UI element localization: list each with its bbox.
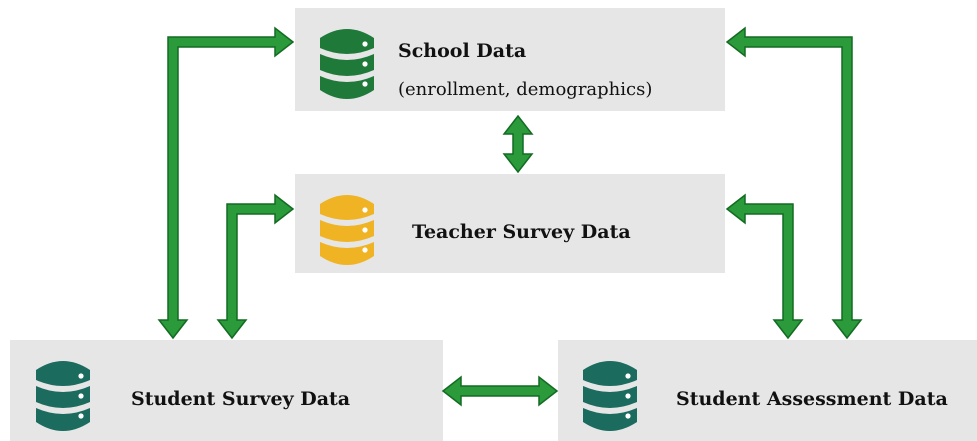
arrow-school-student-assessment [725, 26, 863, 340]
school-data-subtitle: (enrollment, demographics) [398, 79, 653, 100]
school-database-icon [320, 29, 374, 99]
student-survey-data-title: Student Survey Data [131, 388, 351, 410]
teacher-database-icon [320, 195, 374, 265]
student-survey-database-icon [36, 361, 90, 431]
arrow-group [157, 26, 863, 407]
teacher-survey-data-title: Teacher Survey Data [412, 221, 631, 243]
arrow-teacher-student-assessment [725, 193, 804, 340]
arrow-school-teacher [502, 114, 534, 174]
student-assessment-data-title: Student Assessment Data [676, 388, 948, 410]
arrow-teacher-student-survey [216, 193, 295, 340]
student-assessment-database-icon [583, 361, 637, 431]
school-data-title: School Data [398, 40, 527, 62]
arrow-school-student-survey [157, 26, 295, 340]
arrow-student-survey-assessment [441, 375, 559, 407]
